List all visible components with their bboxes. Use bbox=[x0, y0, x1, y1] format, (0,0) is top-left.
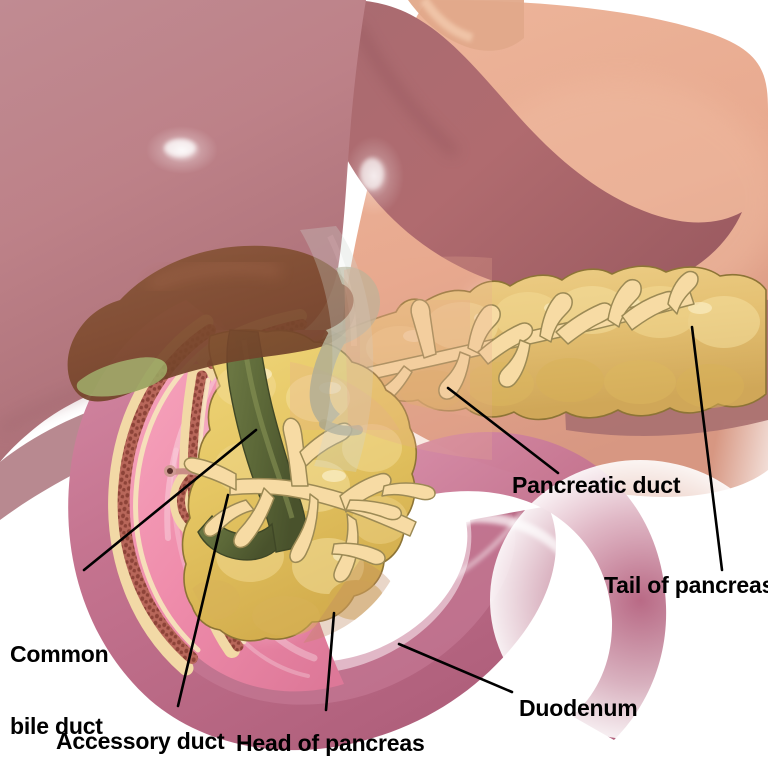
label-head-of-pancreas: Head of pancreas bbox=[236, 730, 425, 756]
label-common-bile-duct-line2: bile duct bbox=[10, 712, 103, 739]
stomach-veil bbox=[344, 256, 492, 460]
leader-accessory-duct bbox=[176, 493, 230, 708]
label-tail-of-pancreas: Tail of pancreas bbox=[604, 572, 768, 598]
label-common-bile-duct-line1: Common bbox=[10, 640, 109, 667]
gallbladder bbox=[67, 245, 380, 436]
gallbladder-fundus bbox=[76, 357, 168, 397]
common-hepatic-structure bbox=[408, 0, 524, 51]
accessory-duct-network bbox=[183, 417, 436, 583]
label-accessory-duct: Accessory duct bbox=[56, 728, 225, 754]
leader-duodenum bbox=[397, 642, 514, 694]
cystic-duct bbox=[309, 266, 380, 436]
label-duodenum: Duodenum bbox=[519, 695, 638, 721]
leader-head-of-pancreas bbox=[324, 611, 336, 712]
leader-tail-of-pancreas bbox=[690, 325, 724, 572]
leader-pancreatic-duct bbox=[446, 386, 560, 475]
leader-common-bile-duct bbox=[82, 428, 258, 572]
leader-lines bbox=[82, 325, 724, 712]
label-pancreatic-duct: Pancreatic duct bbox=[512, 472, 681, 498]
hepatic-duct-veil bbox=[300, 226, 374, 472]
duodenum-distal-limb bbox=[408, 420, 768, 768]
liver-right-lobe bbox=[320, 0, 742, 298]
label-common-bile-duct: Common bile duct bbox=[10, 595, 109, 768]
pancreatic-duct-tree bbox=[283, 270, 699, 414]
